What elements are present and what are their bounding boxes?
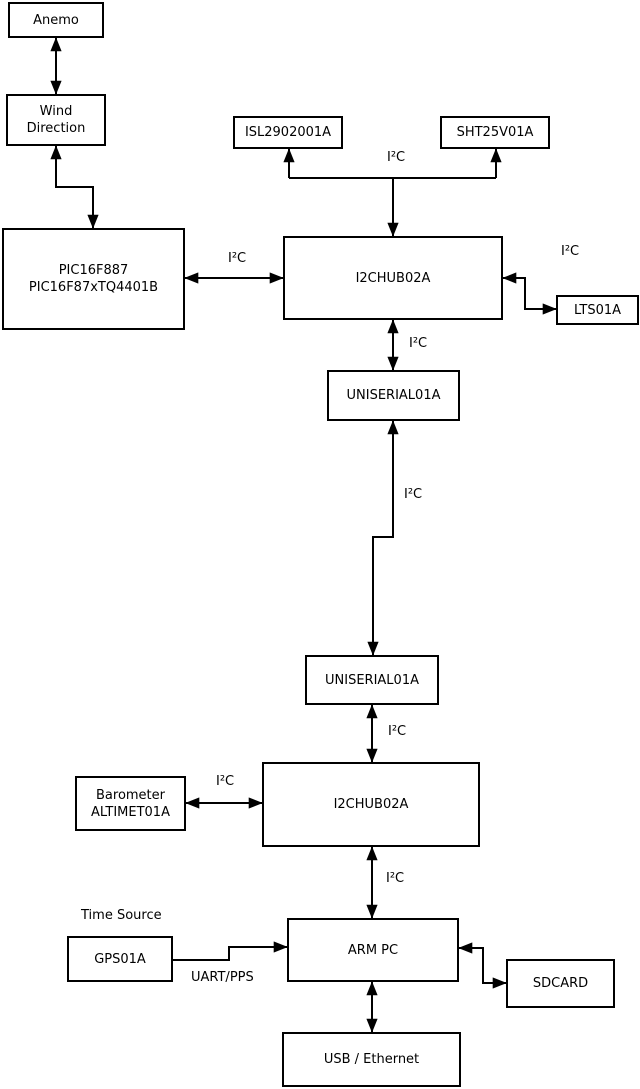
node-usb-ethernet: USB / Ethernet — [282, 1032, 461, 1087]
edge-wind-pic — [50, 145, 99, 229]
node-sdcard: SDCARD — [506, 959, 615, 1008]
node-lts01a: LTS01A — [556, 295, 639, 325]
edge-label-i2c-hub2-armpc: I²C — [386, 871, 405, 886]
node-i2chub02a-bottom: I2CHUB02A — [262, 762, 480, 847]
node-uniserial01a-bottom: UNISERIAL01A — [305, 655, 439, 705]
edge-gps-armpc — [173, 941, 288, 961]
node-wind-direction: Wind Direction — [6, 94, 106, 146]
edge-armpc-sdcard — [458, 942, 507, 989]
edge-label-i2c-sensors: I²C — [387, 150, 406, 165]
node-sht25v01a: SHT25V01A — [440, 116, 550, 149]
node-arm-pc: ARM PC — [287, 918, 459, 982]
edge-hub1-lts — [502, 272, 557, 315]
node-barometer-altimet01a: Barometer ALTIMET01A — [75, 776, 186, 831]
node-gps01a: GPS01A — [67, 936, 173, 982]
edge-label-i2c-uniserial2-hub2: I²C — [388, 724, 407, 739]
edge-label-i2c-pic-hub1: I²C — [228, 251, 247, 266]
edge-label-i2c-lts01a: I²C — [561, 244, 580, 259]
edge-label-i2c-uniserial-link: I²C — [404, 487, 423, 502]
annotation-time-source: Time Source — [81, 908, 162, 923]
node-uniserial01a-top: UNISERIAL01A — [327, 370, 460, 421]
node-i2chub02a-top: I2CHUB02A — [283, 236, 503, 320]
node-isl2902001a: ISL2902001A — [233, 116, 343, 149]
edge-label-i2c-barometer: I²C — [216, 774, 235, 789]
edge-uniserial1-uniserial2 — [367, 420, 399, 656]
edge-label-uart-pps: UART/PPS — [191, 970, 254, 985]
node-anemo: Anemo — [8, 2, 104, 38]
node-pic16f887: PIC16F887 PIC16F87xTQ4401B — [2, 228, 185, 330]
edge-label-i2c-hub1-uniserial1: I²C — [409, 336, 428, 351]
